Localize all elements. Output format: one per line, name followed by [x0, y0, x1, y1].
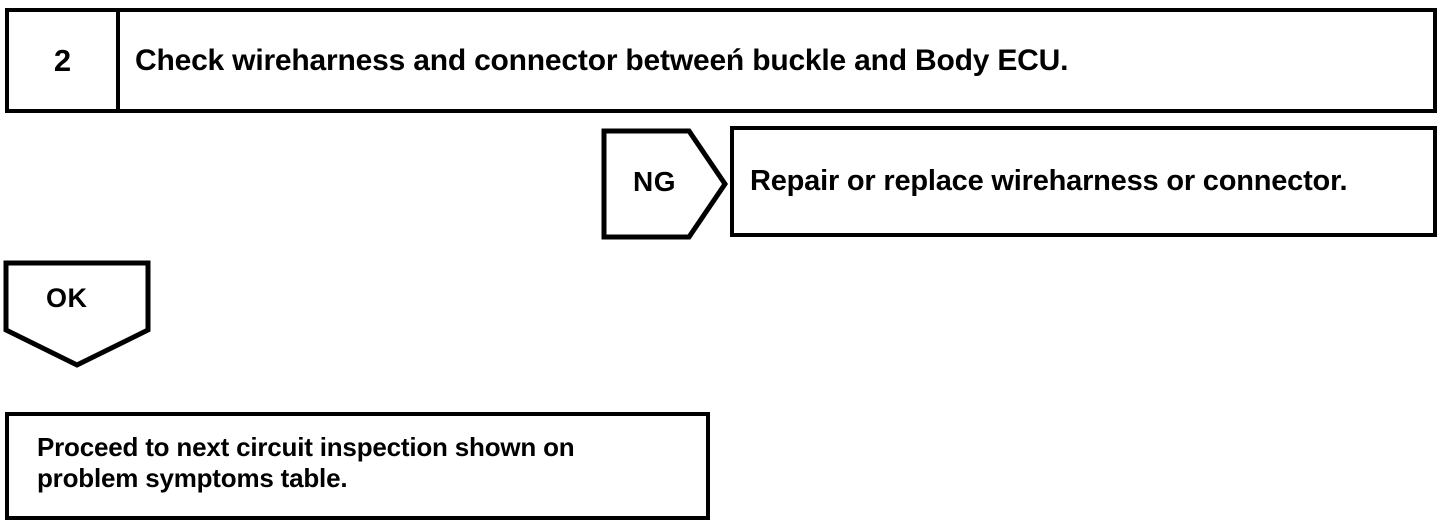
- step-instruction-cell: Check wireharness and connector betweeń …: [120, 12, 1433, 109]
- repair-result-text: Repair or replace wireharness or connect…: [750, 165, 1348, 198]
- step-instruction: Check wireharness and connector betweeń …: [135, 43, 1069, 77]
- step-number-cell: 2: [9, 12, 120, 109]
- proceed-result-text: Proceed to next circuit inspection shown…: [37, 432, 575, 493]
- ok-branch-arrow: [3, 260, 151, 370]
- repair-result-box: Repair or replace wireharness or connect…: [730, 126, 1437, 237]
- step-number: 2: [53, 43, 72, 78]
- ng-branch-arrow: [601, 128, 728, 240]
- ok-arrow-icon: [3, 260, 151, 368]
- proceed-result-box: Proceed to next circuit inspection shown…: [5, 412, 710, 520]
- ng-arrow-icon: [601, 128, 728, 240]
- step-row: 2 Check wireharness and connector betwee…: [5, 8, 1437, 113]
